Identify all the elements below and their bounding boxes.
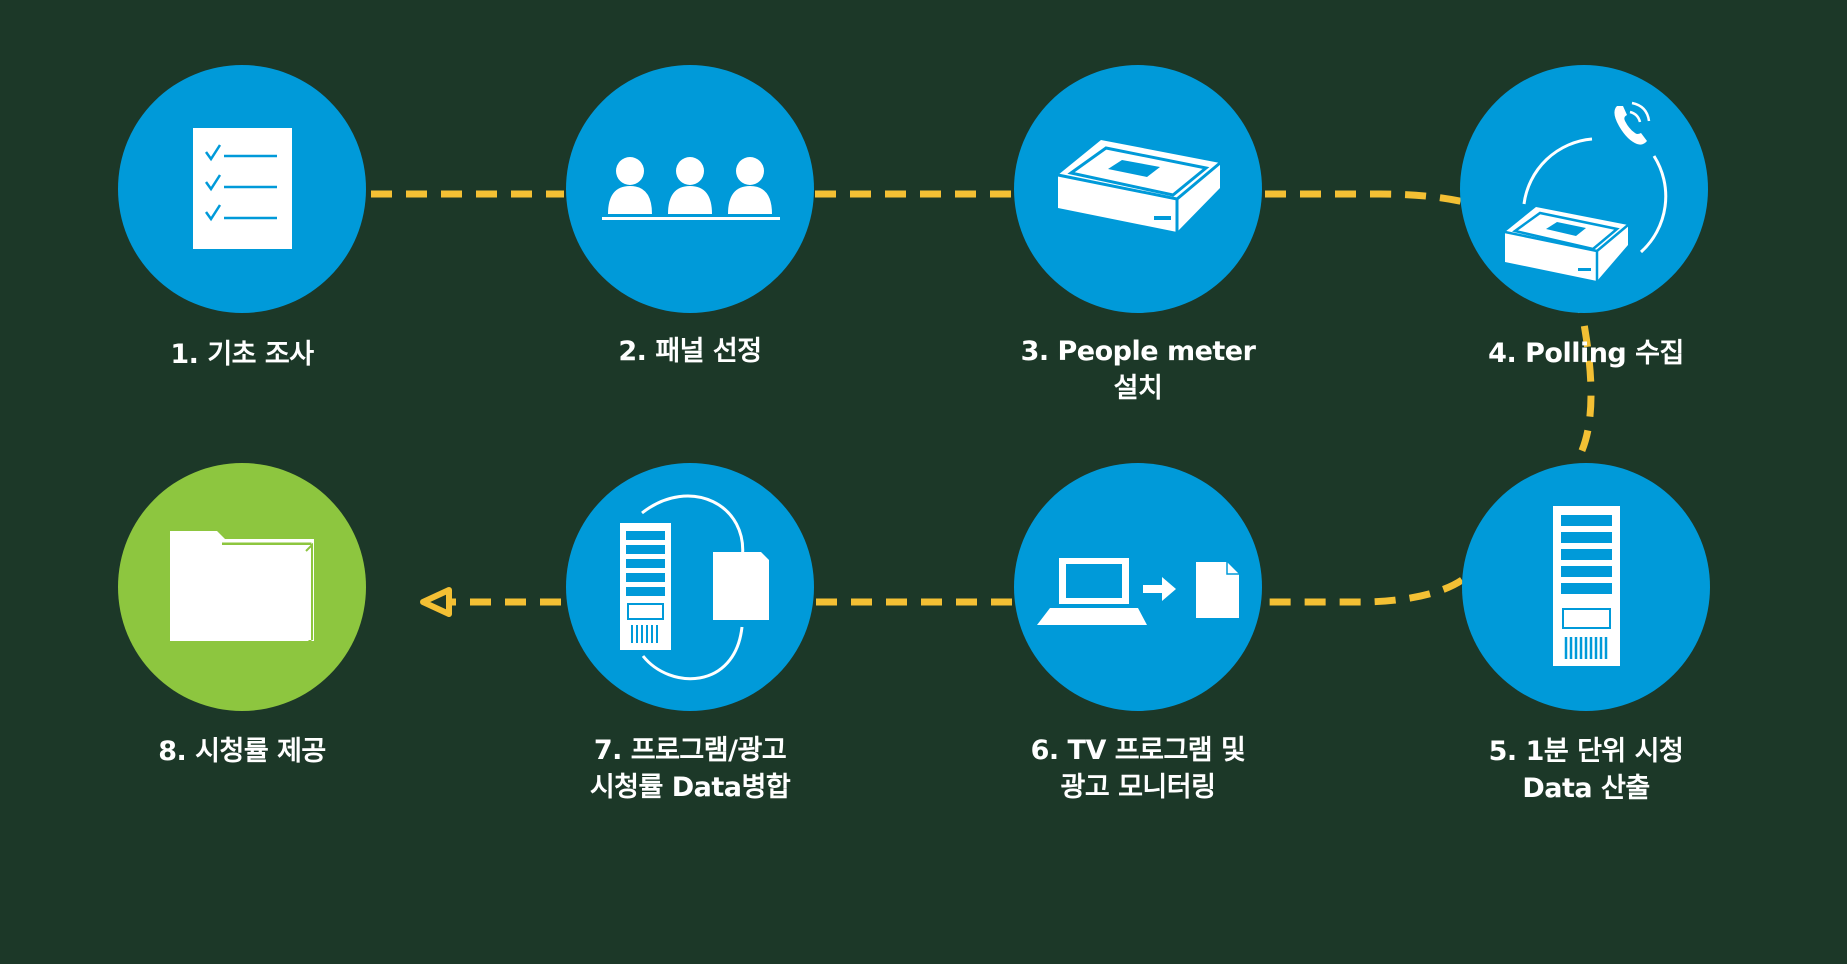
step-7-label: 7. 프로그램/광고 시청률 Data병합: [589, 735, 791, 803]
step-6-circle: [1014, 463, 1262, 711]
checklist-icon: [193, 128, 292, 249]
step-6-label: 6. TV 프로그램 및 광고 모니터링: [1030, 735, 1246, 803]
server-icon: [1553, 506, 1620, 666]
phone-polling-icon: [1504, 101, 1668, 281]
server-document-merge-icon: [620, 494, 769, 681]
step-4-label: 4. Polling 수집: [1488, 338, 1684, 369]
step-8-node: [118, 463, 366, 711]
connector-5-6: [1263, 577, 1464, 606]
step-7-node: [566, 463, 814, 711]
step-2-node: [566, 65, 814, 313]
step-1-node: [118, 65, 366, 313]
step-1-label: 1. 기초 조사: [170, 339, 314, 370]
step-5-label: 5. 1분 단위 시청 Data 산출: [1488, 736, 1684, 804]
step-2-label: 2. 패널 선정: [618, 336, 762, 367]
step-4-node: [1460, 65, 1708, 313]
connector-3-4-5: [1265, 190, 1595, 457]
people-panel-icon: [602, 157, 780, 220]
step-3-label: 3. People meter 설치: [1020, 336, 1256, 404]
connector-arrowhead: [420, 587, 452, 617]
step-5-node: [1462, 463, 1710, 711]
connectors: [371, 190, 1595, 617]
step-7-circle: [566, 463, 814, 711]
step-3-node: [1014, 65, 1262, 313]
folder-icon: [170, 531, 314, 642]
step-6-node: [1014, 463, 1262, 711]
laptop-to-document-icon: [1037, 558, 1239, 625]
step-8-label: 8. 시청률 제공: [158, 736, 326, 767]
people-meter-device-icon: [1057, 140, 1221, 232]
